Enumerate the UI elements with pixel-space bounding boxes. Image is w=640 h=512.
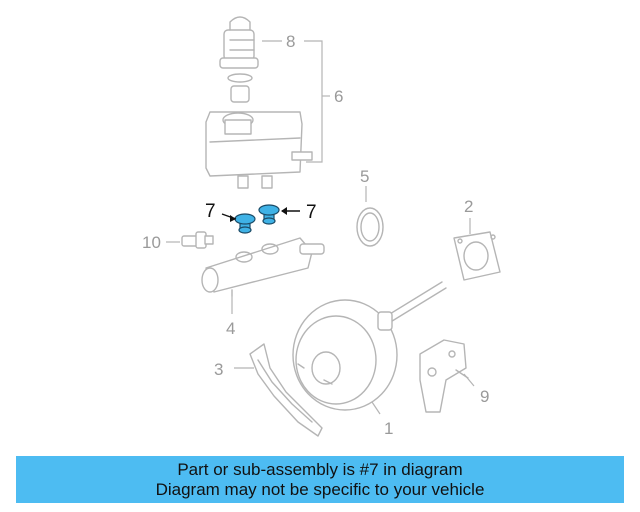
leader-line-9 <box>463 373 475 387</box>
gasket <box>453 231 501 281</box>
strainer <box>230 85 250 103</box>
reservoir-cap <box>219 16 259 83</box>
callout-8: 8 <box>286 32 295 51</box>
reservoir-grommet-left <box>234 213 256 234</box>
seal-ring <box>356 207 384 247</box>
arrowhead-7-right <box>281 207 287 215</box>
callout-3: 3 <box>214 360 223 379</box>
leader-line-1 <box>371 401 381 415</box>
brake-fluid-sensor <box>181 231 214 249</box>
callout-2: 2 <box>464 197 473 216</box>
master-cylinder <box>201 237 325 297</box>
callout-7-left: 7 <box>205 201 216 222</box>
banner-line-1: Part or sub-assembly is #7 in diagram <box>177 459 463 479</box>
callout-7-right: 7 <box>306 202 317 223</box>
banner-line-2: Diagram may not be specific to your vehi… <box>155 479 485 499</box>
brake-fluid-reservoir <box>205 111 313 189</box>
reservoir-grommet-right <box>258 204 280 225</box>
bracket-6 <box>304 40 323 163</box>
callout-9: 9 <box>480 387 489 406</box>
brake-booster <box>292 281 447 411</box>
callout-4: 4 <box>226 319 235 338</box>
callout-1: 1 <box>384 419 393 438</box>
callout-5: 5 <box>360 167 369 186</box>
heat-shield <box>249 343 323 437</box>
pedal-bracket <box>419 339 469 413</box>
arrowhead-7-left <box>230 215 236 222</box>
callout-10: 10 <box>142 233 161 252</box>
parts-diagram: 8 6 5 2 7 7 10 <box>142 16 501 438</box>
info-banner: Part or sub-assembly is #7 in diagram Di… <box>16 456 624 503</box>
callout-6: 6 <box>334 87 343 106</box>
